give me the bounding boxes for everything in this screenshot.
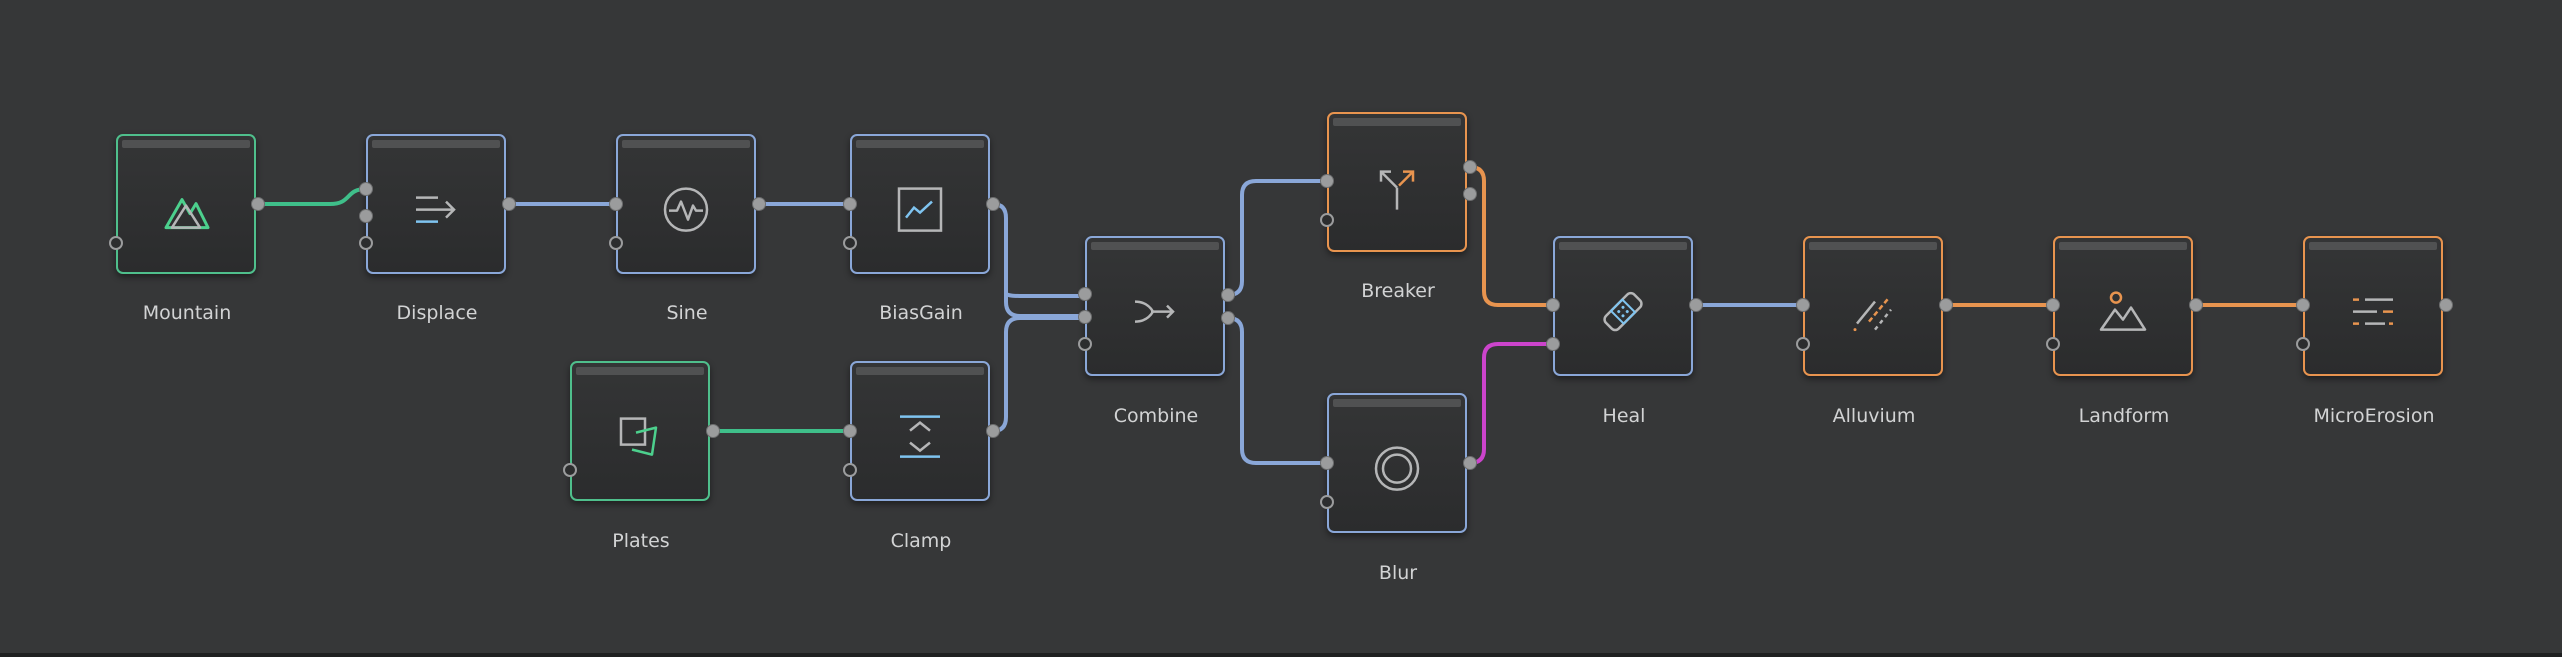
wire-mountain-displace[interactable] (258, 187, 367, 206)
node-label-blur: Blur (1378, 562, 1418, 584)
node-alluvium[interactable] (1803, 236, 1943, 376)
output-port-breaker-1[interactable] (1463, 160, 1477, 174)
node-blur[interactable] (1327, 393, 1467, 533)
node-label-combine: Combine (1113, 405, 1199, 427)
node-label-heal: Heal (1602, 405, 1646, 427)
micro-erosion-lines-icon (2345, 284, 2401, 340)
input-port-combine-3[interactable] (1078, 337, 1092, 351)
output-port-combine-1[interactable] (1221, 288, 1235, 302)
input-port-combine-1[interactable] (1078, 287, 1092, 301)
input-port-breaker-2[interactable] (1320, 213, 1334, 227)
input-port-alluvium[interactable] (1796, 298, 1810, 312)
bandage-icon (1595, 284, 1651, 340)
wire-clamp-combine[interactable] (992, 316, 1085, 433)
input-port-displace-3[interactable] (359, 236, 373, 250)
input-port-sine[interactable] (609, 197, 623, 211)
node-mountain[interactable] (116, 134, 256, 274)
input-port-plates[interactable] (563, 463, 577, 477)
wire-combine-blur[interactable] (1227, 316, 1327, 465)
plates-icon (612, 409, 668, 465)
wire-breaker-heal[interactable] (1469, 165, 1553, 307)
input-port-biasgain[interactable] (843, 197, 857, 211)
input-port-biasgain-2[interactable] (843, 236, 857, 250)
node-microerosion[interactable] (2303, 236, 2443, 376)
output-port-combine-2[interactable] (1221, 311, 1235, 325)
output-port-sine[interactable] (752, 197, 766, 211)
node-sine[interactable] (616, 134, 756, 274)
node-label-clamp: Clamp (890, 530, 952, 552)
alluvium-streaks-icon (1845, 284, 1901, 340)
node-biasgain[interactable] (850, 134, 990, 274)
output-port-alluvium[interactable] (1939, 298, 1953, 312)
node-label-landform: Landform (2078, 405, 2170, 427)
input-port-microerosion[interactable] (2296, 298, 2310, 312)
output-port-heal[interactable] (1689, 298, 1703, 312)
input-port-combine-2[interactable] (1078, 310, 1092, 324)
node-plates[interactable] (570, 361, 710, 501)
bottom-border (0, 653, 2562, 657)
input-port-landform[interactable] (2046, 298, 2060, 312)
node-label-breaker: Breaker (1361, 280, 1435, 302)
blur-circle-icon (1369, 441, 1425, 497)
output-port-blur[interactable] (1463, 456, 1477, 470)
input-port-displace-2[interactable] (359, 209, 373, 223)
input-port-mountain[interactable] (109, 236, 123, 250)
output-port-plates[interactable] (706, 424, 720, 438)
wire-blur-heal[interactable] (1469, 342, 1553, 465)
clamp-icon (892, 409, 948, 465)
input-port-heal-1[interactable] (1546, 298, 1560, 312)
input-port-sine-2[interactable] (609, 236, 623, 250)
landform-terrain-icon (2095, 284, 2151, 340)
node-landform[interactable] (2053, 236, 2193, 376)
wire-combine-breaker[interactable] (1227, 179, 1327, 297)
node-heal[interactable] (1553, 236, 1693, 376)
node-displace[interactable] (366, 134, 506, 274)
node-label-plates: Plates (612, 530, 670, 552)
input-port-breaker[interactable] (1320, 174, 1334, 188)
input-port-heal-2[interactable] (1546, 337, 1560, 351)
combine-merge-icon (1127, 284, 1183, 340)
mountain-icon (158, 182, 214, 238)
output-port-landform[interactable] (2189, 298, 2203, 312)
displace-arrow-icon (408, 182, 464, 238)
node-combine[interactable] (1085, 236, 1225, 376)
wire-biasgain-combine[interactable] (992, 202, 1085, 318)
output-port-displace[interactable] (502, 197, 516, 211)
input-port-blur-2[interactable] (1320, 495, 1334, 509)
node-label-biasgain: BiasGain (879, 302, 963, 324)
input-port-alluvium-2[interactable] (1796, 337, 1810, 351)
input-port-clamp-2[interactable] (843, 463, 857, 477)
node-breaker[interactable] (1327, 112, 1467, 252)
input-port-microerosion-2[interactable] (2296, 337, 2310, 351)
input-port-landform-2[interactable] (2046, 337, 2060, 351)
input-port-blur[interactable] (1320, 456, 1334, 470)
bias-gain-curve-icon (892, 182, 948, 238)
node-label-sine: Sine (666, 302, 708, 324)
wire-biasgain-combine-b (1004, 292, 1085, 298)
output-port-mountain[interactable] (251, 197, 265, 211)
node-clamp[interactable] (850, 361, 990, 501)
breaker-split-icon (1369, 160, 1425, 216)
output-port-clamp[interactable] (986, 424, 1000, 438)
node-label-alluvium: Alluvium (1832, 405, 1916, 427)
input-port-clamp[interactable] (843, 424, 857, 438)
node-label-microerosion: MicroErosion (2313, 405, 2435, 427)
output-port-microerosion[interactable] (2439, 298, 2453, 312)
input-port-displace-1[interactable] (359, 182, 373, 196)
sine-wave-icon (658, 182, 714, 238)
node-label-displace: Displace (396, 302, 478, 324)
output-port-breaker-2[interactable] (1463, 187, 1477, 201)
node-label-mountain: Mountain (142, 302, 232, 324)
output-port-biasgain[interactable] (986, 197, 1000, 211)
